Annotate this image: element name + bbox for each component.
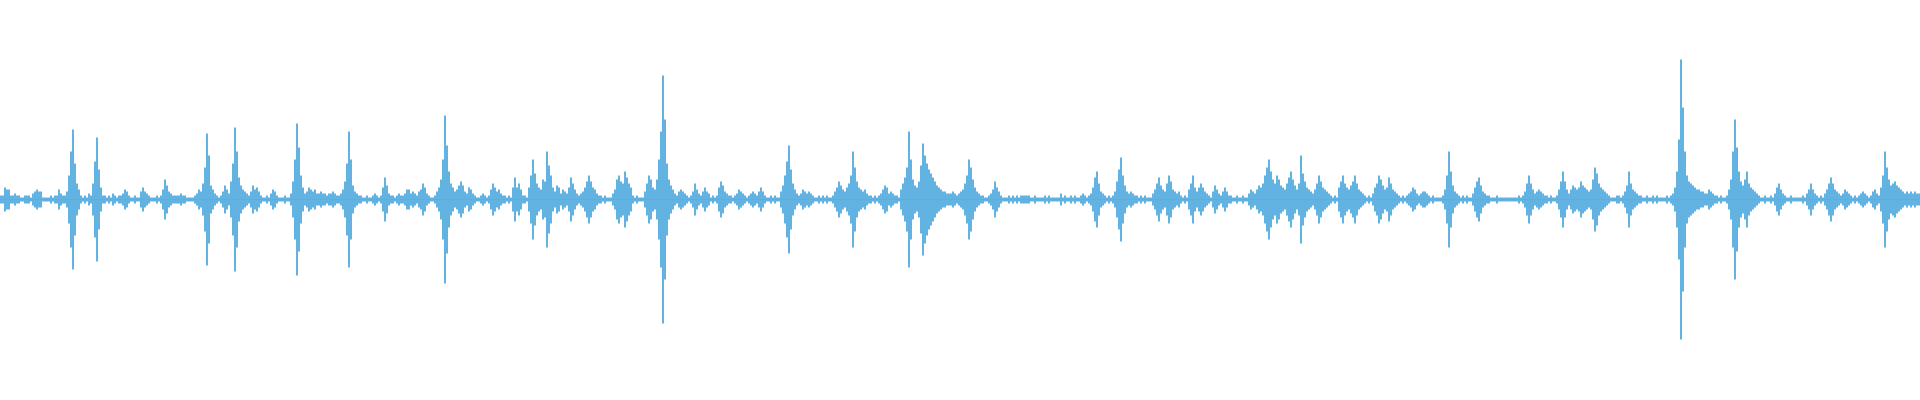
waveform-bars	[0, 59, 1920, 340]
